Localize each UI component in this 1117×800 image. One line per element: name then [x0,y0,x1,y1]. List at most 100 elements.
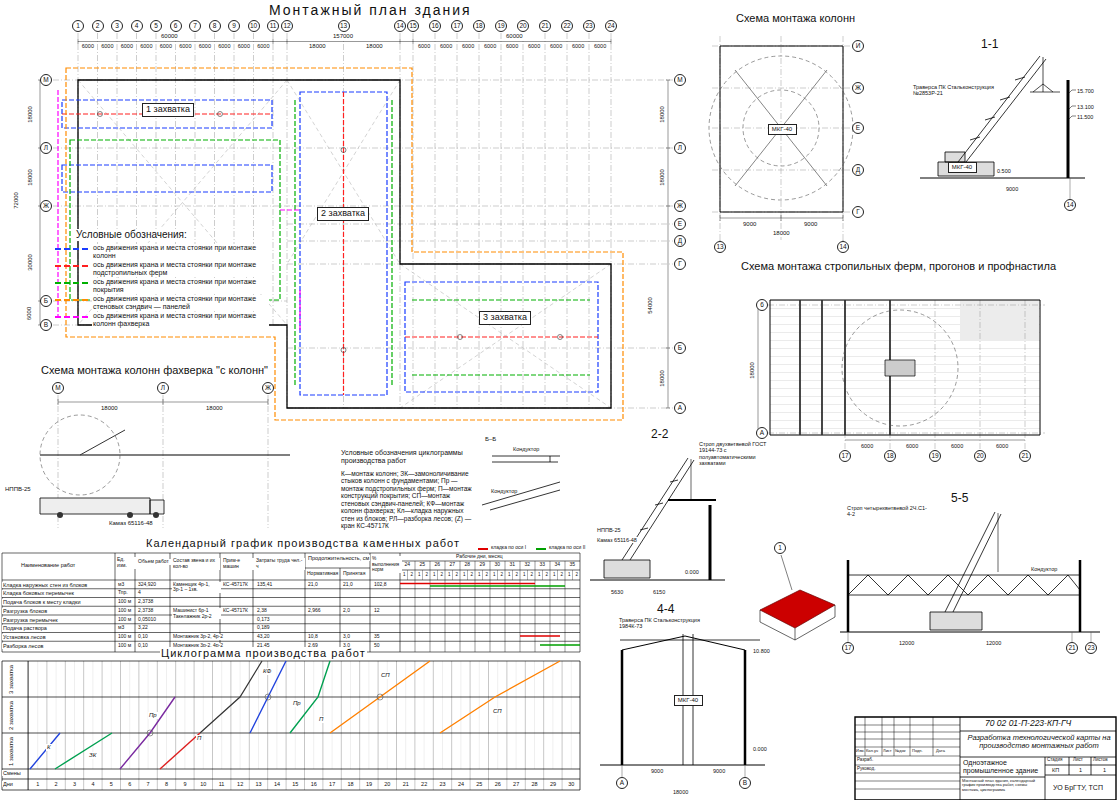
title-block-grid [855,717,960,789]
axis-number: Ж [677,202,683,209]
label-text: 10.800 [752,648,771,654]
crane-marker [265,694,271,700]
label-text: Траверса ПК Стальконструкция 1984К-73 [618,617,710,630]
box-text: МКГ-40 [772,126,792,133]
crane-marker [147,730,153,736]
label-text: 18 [347,781,355,787]
label-text: Рабочие дни, месяц [455,554,504,560]
table-cell: 100 м [117,617,132,623]
conductor [482,456,560,510]
table-cell: 100 м [117,608,132,614]
axis-bubble: 5 [150,20,162,32]
label-text: 11 [218,781,226,787]
title-block-text: 1 [1079,767,1082,773]
beam-block [760,590,835,628]
table-cell: 0,05010 [137,617,157,623]
label-text: 1 [462,572,467,577]
crane-body [930,612,982,630]
label-text: 72000 [13,191,20,210]
dimension-line [720,215,843,241]
label-text: 1 [567,572,572,577]
label-text: 15 [291,781,299,787]
table-cell: 12 [373,608,381,614]
table-cell: 2,38 [256,608,268,614]
axis-bubble: Б [674,342,686,354]
axis-number: 8 [213,22,217,29]
label-text: СП [492,708,503,715]
label-text: 3 захватка [9,663,16,694]
truss [848,575,1080,595]
crane-mast [620,634,760,765]
label-text: Кондуктор [490,488,518,494]
crane-boom [622,458,694,560]
outline [770,300,1040,435]
label-text: 6000 [461,43,475,49]
label-text: 9000 [1005,186,1019,192]
label-text: 31 [509,562,517,568]
axis-number: 6 [760,301,764,308]
label-text: 6000 [483,43,497,49]
label-text: Кондуктор [512,446,540,452]
axis-bubble: Л [40,142,52,154]
axis-number: 19 [497,22,504,29]
axis-bubble: 21 [539,20,551,32]
crane-station [458,335,463,340]
axis-bubble: 13 [338,20,350,32]
crane-path-roof [70,100,590,385]
label-text: 24 [404,562,412,568]
axis-number: 16 [431,22,438,29]
label-text: КФ [262,668,272,675]
axis-bubble: 12 [281,20,293,32]
legend-text: ось движения крана и места стоянки при м… [92,244,269,260]
title-block-text: Монтажный план здания, календарный графи… [962,779,1044,792]
title-block-text: Лист [1073,758,1083,763]
title-block-text: Руковод. [857,767,875,772]
axis-number: 14 [839,243,846,250]
detail-1 [760,555,835,640]
axis-number: 3 [115,22,119,29]
title-block-text: УО БрГТУ, ТСП [1053,784,1103,792]
label-text: Б–Б [484,436,497,443]
scheme-title: Схема монтажа колонн [735,12,856,25]
label-text: Прим-е машин [222,558,254,570]
crane-reach [842,310,958,426]
axis-number: 20 [976,452,983,459]
title-block-text: №док [895,749,906,753]
section-title: 5-5 [950,492,969,506]
axis-lines [768,300,1045,450]
table-cell: Установка лесов [2,634,47,640]
title-block-text: Подп. [912,749,923,753]
axis-number: 17 [453,22,460,29]
label-text: 6 [127,781,132,787]
crane-path-frame [58,90,300,330]
label-text: 22 [420,781,428,787]
axis-bubble: М [674,74,686,86]
axis-number: В [44,321,48,328]
legend-swatch [55,282,88,284]
title-block-text: КП [1052,767,1059,773]
label-text: Объем работ [137,559,171,565]
table-cell: КС-45717К [222,608,249,614]
title-block-lines [855,717,1116,800]
label-text: 6000 [593,43,607,49]
section-title: 1-1 [980,38,999,52]
axis-bubble: И [852,40,864,52]
work-line [120,697,175,769]
table-cell: Машинист 6р-1 Такелажник 2р-2 [172,608,221,620]
label-text: 18000 [308,43,327,50]
table-cell: 4 [137,590,142,596]
axis-number: 19 [931,452,938,459]
work-line [330,661,560,733]
label-box: МКГ-40 [674,695,703,706]
table-cell: 2,3738 [137,608,154,614]
axis-number: Б [44,297,48,304]
table-cell: 102,8 [373,582,388,588]
table-cell: 2,0 [342,608,351,614]
axis-number: Г [678,260,682,267]
label-text: 13.100 [1076,104,1095,110]
table-cell: Монтажник 3р-2, 4р-2 [172,634,252,640]
label-text: 18000 [365,43,384,50]
box-text: 1 захватка [146,105,190,115]
label-text: 21 [402,781,410,787]
axis-bubble: А [756,427,768,439]
